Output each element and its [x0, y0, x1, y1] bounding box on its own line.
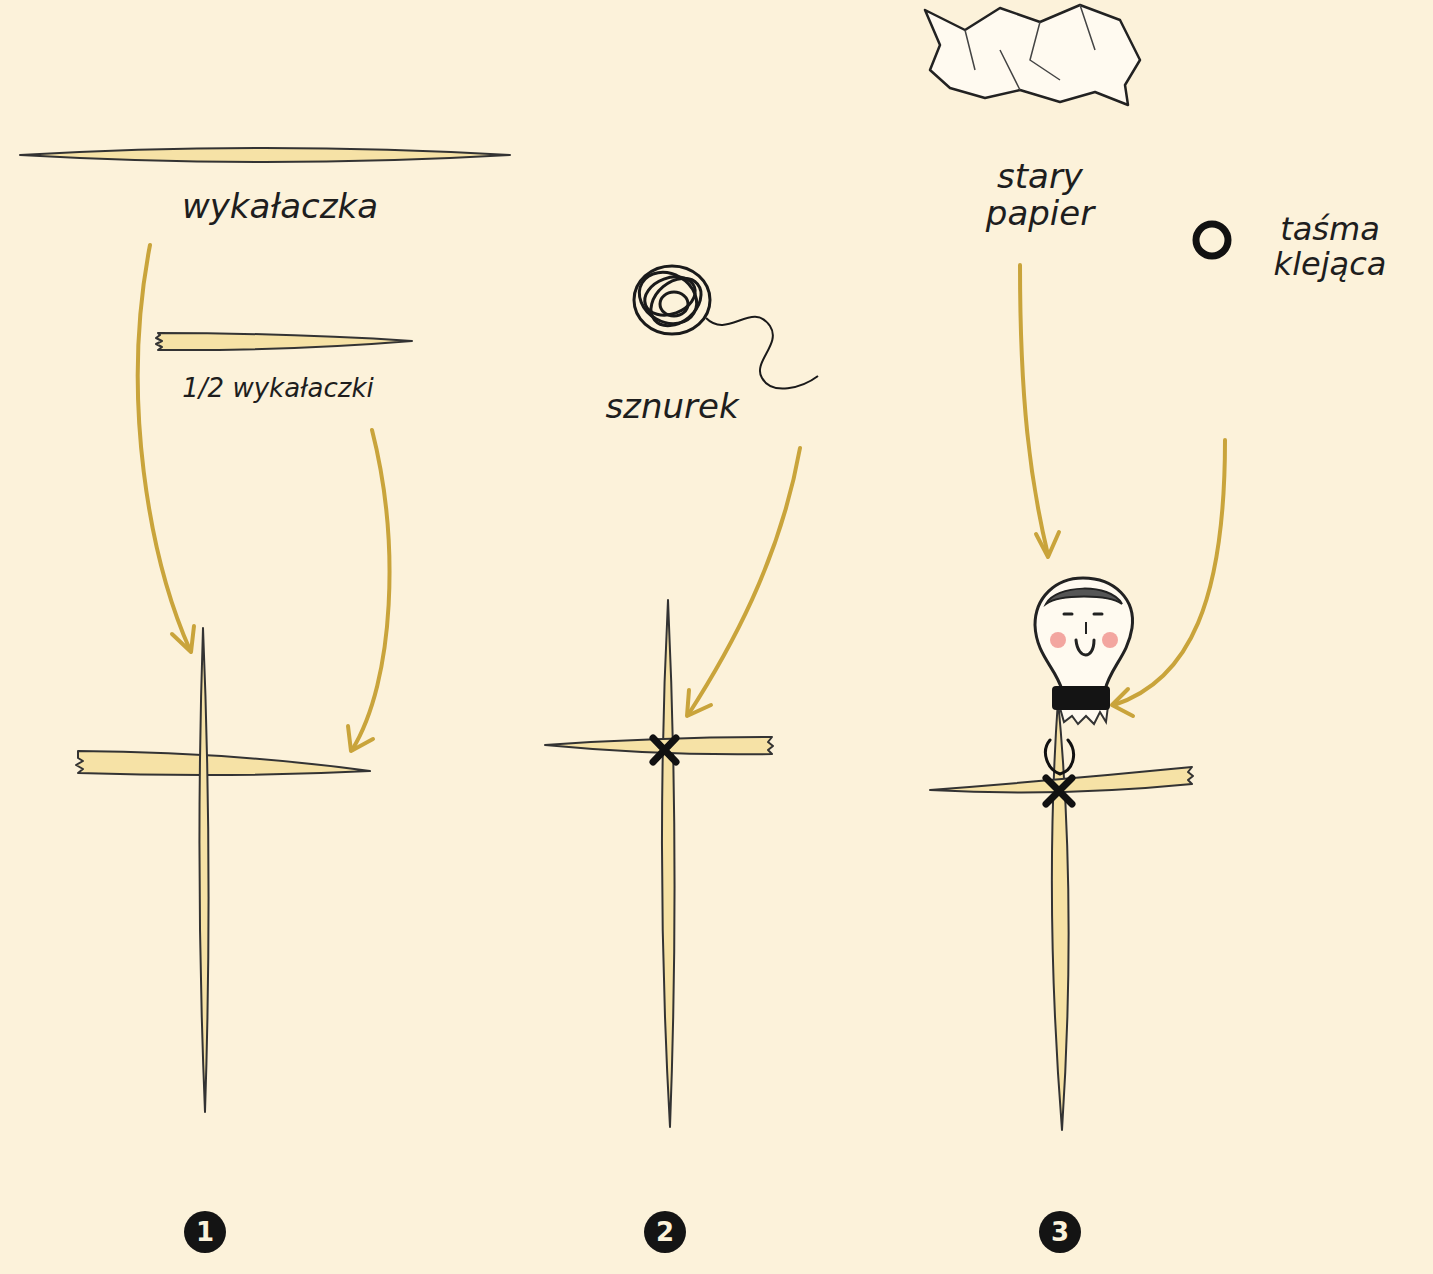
toothpick — [662, 600, 675, 1127]
paper-icon — [925, 5, 1140, 105]
tape-icon — [1196, 224, 1228, 256]
step-number: 3 — [1039, 1211, 1081, 1253]
half-toothpick — [156, 333, 412, 350]
step-number: 1 — [184, 1211, 226, 1253]
step-number: 2 — [644, 1211, 686, 1253]
part-label: sznurek — [562, 388, 782, 425]
callout-number: 1 — [196, 1219, 214, 1245]
leader-arrows — [138, 245, 1225, 751]
toothpick — [1052, 700, 1069, 1130]
toothpicks — [20, 148, 1193, 1130]
part-label: 1/2 wykałaczki — [128, 374, 428, 403]
part-label: wykałaczka — [120, 188, 440, 225]
part-label: stary papier — [970, 158, 1110, 233]
paper-creases — [965, 5, 1095, 90]
string-ball — [630, 262, 818, 388]
callout-number: 2 — [656, 1219, 674, 1245]
half-toothpick — [76, 751, 370, 775]
string-tie — [653, 738, 1074, 804]
toothpick — [20, 148, 510, 162]
callout-number: 3 — [1051, 1219, 1069, 1245]
toothpick — [199, 628, 208, 1112]
part-label: taśma klejąca — [1255, 212, 1405, 282]
tape-band — [1052, 686, 1110, 710]
